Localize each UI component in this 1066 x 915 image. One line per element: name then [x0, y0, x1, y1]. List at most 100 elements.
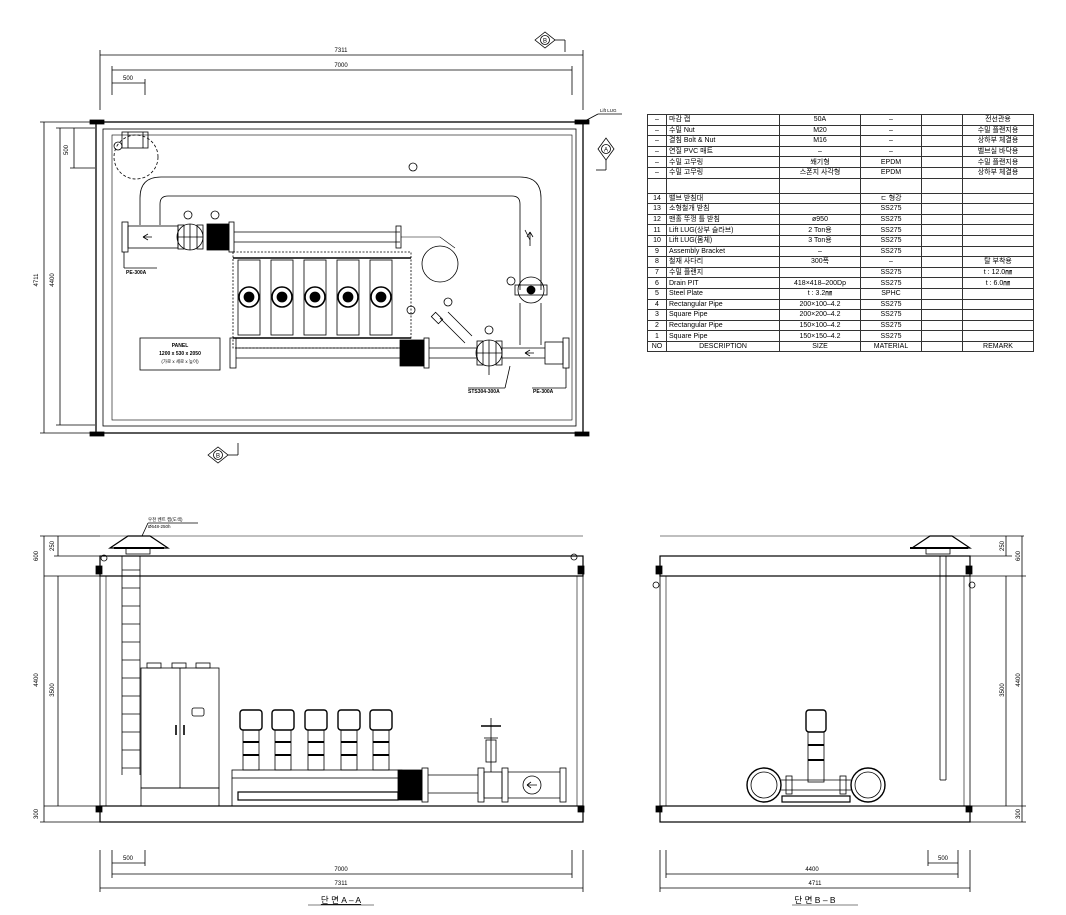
table-cell-size: 쐐기형 — [779, 156, 861, 168]
table-cell-desc: Square Pipe — [666, 309, 780, 321]
aa-dim-3500: 3500 — [50, 683, 56, 697]
table-cell-mat: SS275 — [860, 330, 922, 342]
table-cell-blank — [921, 298, 963, 311]
plan-dim-7311: 7311 — [335, 48, 349, 54]
table-cell-desc: Steel Plate — [666, 287, 780, 300]
table-cell-blank — [921, 277, 963, 289]
table-cell-blank — [921, 234, 963, 247]
bb-dim-4400b: 4400 — [805, 867, 819, 873]
pump-unit — [271, 709, 295, 771]
expansion-joint-left — [206, 210, 235, 253]
table-cell-mat: SS275 — [860, 266, 922, 279]
manhole-circle — [113, 131, 159, 180]
table-cell-rem: 탈 부착용 — [962, 256, 1034, 268]
table-cell-blank — [921, 135, 963, 147]
table-cell-mat: – — [860, 124, 922, 137]
table-cell-blank — [921, 256, 963, 268]
section-bb-title: 단 면 B – B — [794, 895, 835, 905]
bb-pump — [746, 709, 886, 803]
table-cell-rem: 수밀 플랜지용 — [962, 124, 1034, 137]
section-marker-b-top: B — [534, 31, 566, 52]
bb-bottom-dimensions: 500 4400 4711 — [659, 850, 971, 892]
table-cell-no: 8 — [647, 256, 667, 268]
ladder — [121, 556, 141, 775]
plan-side-dimensions: 4711 4400 500 — [34, 121, 95, 434]
table-cell-no: 4 — [647, 298, 667, 311]
section-bb-view: 250 600 3500 4400 300 500 4400 4711 단 면 … — [652, 535, 1026, 906]
header-no: NO — [647, 340, 667, 353]
table-cell-rem: 벨브실 바닥용 — [962, 145, 1034, 158]
aa-dim-600: 600 — [34, 550, 40, 561]
table-cell-size: – — [779, 245, 861, 258]
header-remark: REMARK — [962, 340, 1034, 353]
table-cell-desc: 밸브 받침대 — [666, 192, 780, 205]
bypass-pipe — [139, 162, 542, 290]
table-cell-size: 2 Ton용 — [779, 224, 861, 236]
table-cell-mat: ㄷ 형강 — [860, 192, 922, 205]
aa-dim-7000: 7000 — [334, 867, 348, 873]
table-cell-no: 5 — [647, 287, 667, 300]
table-cell-blank — [921, 330, 963, 342]
table-cell-mat: SS275 — [860, 203, 922, 215]
plan-dim-500-side: 500 — [64, 144, 70, 155]
left-outlet-pipe: PE-300A — [121, 221, 179, 276]
table-cell-no: 6 — [647, 277, 667, 289]
table-cell-rem — [962, 319, 1034, 332]
table-cell-rem — [962, 298, 1034, 311]
y-strainer — [430, 297, 473, 344]
table-cell-rem — [962, 203, 1034, 215]
table-cell-blank — [921, 114, 963, 126]
table-cell-desc: Assembly Bracket — [666, 245, 780, 258]
table-cell-blank — [921, 245, 963, 258]
pe-label-left: PE-300A — [126, 270, 147, 276]
svg-text:우천 벤트 캡(도색): 우천 벤트 캡(도색) — [148, 516, 183, 523]
table-cell-blank — [921, 192, 963, 205]
table-cell-rem: 상하부 체결용 — [962, 166, 1034, 179]
table-cell-desc: 연질 PVC 매트 — [666, 145, 780, 158]
table-cell-no: – — [647, 114, 667, 126]
pe-label-right: PE-300A — [533, 389, 554, 395]
table-cell-mat: SS275 — [860, 213, 922, 226]
table-cell-size: 50A — [779, 114, 861, 126]
svg-text:Lift LUG: Lift LUG — [600, 108, 617, 113]
bb-dim-4400: 4400 — [1016, 673, 1022, 687]
pump-skid — [232, 251, 416, 349]
table-cell-desc: 철재 사다리 — [666, 256, 780, 268]
pump-unit — [304, 709, 328, 771]
bb-dim-300: 300 — [1016, 808, 1022, 819]
table-cell-desc: 수밀 고무링 — [666, 156, 780, 168]
plan-view: 7311 7000 500 B 4711 4400 — [34, 31, 622, 464]
header-blank — [921, 340, 963, 353]
table-cell-size — [779, 192, 861, 205]
header-description: DESCRIPTION — [666, 340, 780, 353]
bb-dim-500: 500 — [938, 856, 949, 862]
table-cell-mat: SS275 — [860, 319, 922, 332]
header-size: SIZE — [779, 340, 861, 353]
pump-unit — [337, 709, 361, 771]
plan-dim-500: 500 — [123, 76, 134, 82]
table-cell-blank — [921, 319, 963, 332]
table-cell-desc: 소형철개 받침 — [666, 203, 780, 215]
svg-text:A: A — [604, 148, 608, 154]
table-cell-no: – — [647, 156, 667, 168]
table-cell-mat: SS275 — [860, 224, 922, 236]
aa-dim-300: 300 — [34, 808, 40, 819]
table-cell-blank — [921, 156, 963, 168]
panel-size: 1200 x 530 x 2050 — [159, 351, 201, 357]
table-cell-blank — [921, 203, 963, 215]
lift-lug-label: Lift LUG — [582, 108, 622, 123]
table-cell-size: 스폰지 사각형 — [779, 166, 861, 179]
table-cell-size: ø950 — [779, 213, 861, 226]
